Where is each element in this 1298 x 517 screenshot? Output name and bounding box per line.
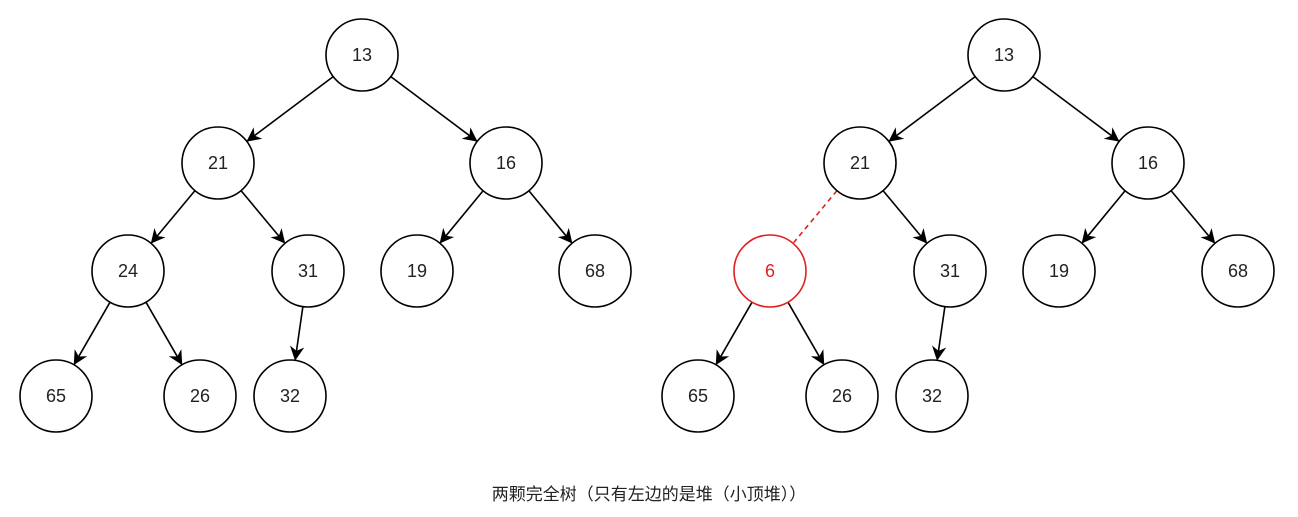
left-tree-edge-n2-n5: [439, 190, 484, 244]
node-circle: [271, 234, 345, 308]
node-label: 21: [850, 153, 870, 173]
left-tree-node-n7: 65: [19, 359, 93, 433]
node-label: 68: [585, 261, 605, 281]
node-label: 26: [190, 386, 210, 406]
right-tree-node-n4: 31: [913, 234, 987, 308]
node-circle: [1022, 234, 1096, 308]
node-label: 24: [118, 261, 138, 281]
node-label: 31: [940, 261, 960, 281]
node-circle: [1111, 126, 1185, 200]
caption: 两颗完全树（只有左边的是堆（小顶堆））: [491, 485, 807, 505]
left-tree-edge-n3-n8: [145, 301, 183, 366]
node-label: 32: [280, 386, 300, 406]
left-tree-edge-n1-n3: [150, 190, 196, 244]
node-circle: [895, 359, 969, 433]
left-tree-node-n8: 26: [163, 359, 237, 433]
node-label: 16: [1138, 153, 1158, 173]
node-circle: [805, 359, 879, 433]
node-label: 13: [994, 45, 1014, 65]
left-tree-edge-n4-n9: [289, 306, 305, 361]
node-circle: [913, 234, 987, 308]
right-tree-edge-n1-n3: [793, 190, 838, 244]
node-label: 19: [407, 261, 427, 281]
node-label: 16: [496, 153, 516, 173]
right-tree-edge-n0-n1: [888, 75, 976, 142]
node-circle: [469, 126, 543, 200]
node-label: 6: [765, 261, 775, 281]
node-circle: [163, 359, 237, 433]
right-tree-node-n8: 26: [805, 359, 879, 433]
node-label: 68: [1228, 261, 1248, 281]
right-tree-edge-n1-n4: [882, 190, 928, 244]
left-tree-node-n3: 24: [91, 234, 165, 308]
node-circle: [823, 126, 897, 200]
node-circle: [1201, 234, 1275, 308]
right-tree-node-n2: 16: [1111, 126, 1185, 200]
node-circle: [91, 234, 165, 308]
node-label: 19: [1049, 261, 1069, 281]
node-circle: [661, 359, 735, 433]
right-tree-node-n1: 21: [823, 126, 897, 200]
right-tree-node-n5: 19: [1022, 234, 1096, 308]
node-circle: [19, 359, 93, 433]
node-circle: [733, 234, 807, 308]
right-tree-node-n3: 6: [733, 234, 807, 308]
left-tree-node-n5: 19: [380, 234, 454, 308]
node-label: 13: [352, 45, 372, 65]
node-circle: [380, 234, 454, 308]
node-label: 65: [46, 386, 66, 406]
left-tree-node-n0: 13: [325, 18, 399, 92]
node-label: 65: [688, 386, 708, 406]
left-tree-edge-n0-n1: [246, 75, 334, 142]
node-circle: [181, 126, 255, 200]
node-circle: [967, 18, 1041, 92]
node-circle: [558, 234, 632, 308]
left-tree-edge-n2-n6: [528, 190, 573, 244]
left-tree-node-n9: 32: [253, 359, 327, 433]
right-tree-edge-n3-n7: [715, 301, 753, 366]
right-tree: 13 21 16 6 31 19 68 65 26 32: [661, 18, 1275, 433]
right-tree-node-n9: 32: [895, 359, 969, 433]
right-tree-edge-n2-n6: [1170, 190, 1216, 244]
left-tree: 13 21 16 24 31 19 68 65 26 32: [19, 18, 632, 433]
node-label: 21: [208, 153, 228, 173]
node-label: 32: [922, 386, 942, 406]
left-tree-node-n6: 68: [558, 234, 632, 308]
node-circle: [325, 18, 399, 92]
right-tree-edge-n3-n8: [787, 301, 825, 366]
right-tree-node-n6: 68: [1201, 234, 1275, 308]
left-tree-edge-n1-n4: [240, 190, 286, 244]
left-tree-edge-n0-n2: [390, 75, 478, 142]
right-tree-node-n0: 13: [967, 18, 1041, 92]
right-tree-edge-n4-n9: [931, 306, 947, 361]
right-tree-edge-n0-n2: [1032, 75, 1120, 142]
left-tree-node-n4: 31: [271, 234, 345, 308]
right-tree-node-n7: 65: [661, 359, 735, 433]
left-tree-node-n1: 21: [181, 126, 255, 200]
left-tree-node-n2: 16: [469, 126, 543, 200]
node-circle: [253, 359, 327, 433]
node-label: 26: [832, 386, 852, 406]
node-label: 31: [298, 261, 318, 281]
left-tree-edge-n3-n7: [73, 301, 111, 366]
right-tree-edge-n2-n5: [1081, 190, 1126, 244]
